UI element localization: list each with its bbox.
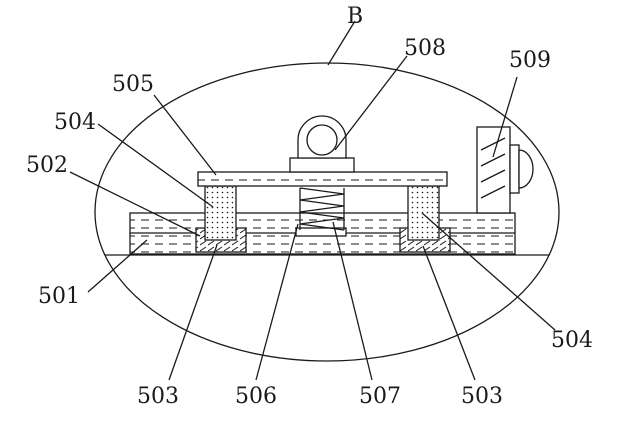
detail-ellipse xyxy=(94,62,560,362)
label-509: 509 xyxy=(509,48,551,73)
label-504-upper: 504 xyxy=(54,110,96,135)
label-505: 505 xyxy=(112,72,154,97)
label-b: B xyxy=(347,4,363,29)
label-504-lower: 504 xyxy=(551,328,593,353)
post-504-right xyxy=(407,185,440,241)
label-503-right: 503 xyxy=(461,384,503,409)
label-506: 506 xyxy=(235,384,277,409)
top-plate-505 xyxy=(197,171,448,187)
label-508: 508 xyxy=(404,36,446,61)
lug-base-508 xyxy=(289,157,355,173)
label-502: 502 xyxy=(26,153,68,178)
spring-507 xyxy=(299,187,345,231)
label-507: 507 xyxy=(359,384,401,409)
side-block-509 xyxy=(476,126,511,214)
side-cap-509 xyxy=(509,144,520,194)
side-dome-509 xyxy=(518,149,534,189)
post-504-left xyxy=(204,185,237,241)
lug-hole-508 xyxy=(306,124,338,156)
label-501: 501 xyxy=(38,284,80,309)
label-503-left: 503 xyxy=(137,384,179,409)
